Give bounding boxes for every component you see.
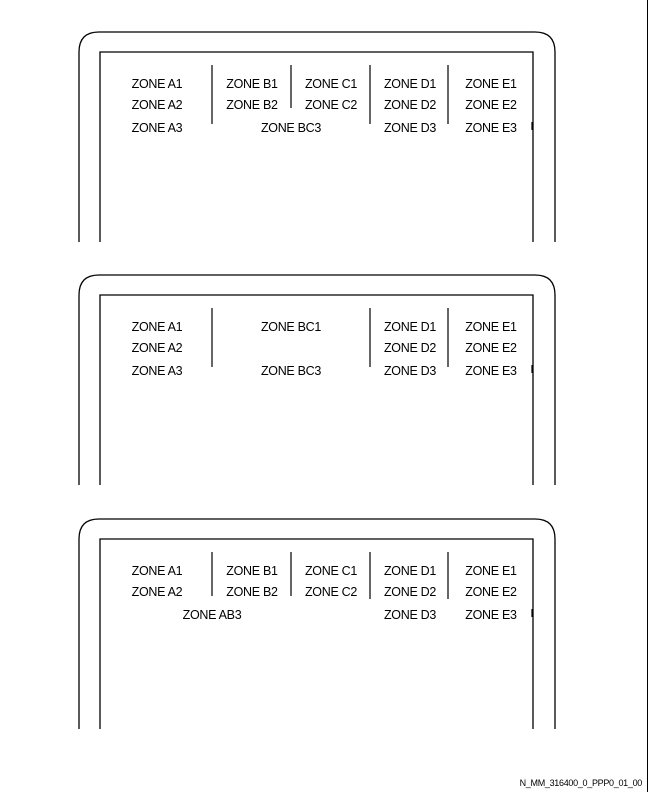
zone-label-e3: ZONE E3 bbox=[465, 364, 517, 378]
zone-label-b1: ZONE B1 bbox=[226, 77, 278, 91]
zone-label-d1: ZONE D1 bbox=[384, 320, 436, 334]
zone-label-c2: ZONE C2 bbox=[305, 98, 357, 112]
panel-inner-frame bbox=[99, 51, 534, 242]
zone-label-ab3: ZONE AB3 bbox=[183, 608, 242, 622]
zone-label-e2: ZONE E2 bbox=[465, 585, 517, 599]
zone-label-a1: ZONE A1 bbox=[132, 320, 183, 334]
zone-label-d2: ZONE D2 bbox=[384, 98, 436, 112]
zone-label-bc1: ZONE BC1 bbox=[261, 320, 321, 334]
panel-outer-frame bbox=[78, 31, 556, 242]
zone-label-b1: ZONE B1 bbox=[226, 564, 278, 578]
panel-inner-frame bbox=[99, 538, 534, 729]
zone-label-bc3: ZONE BC3 bbox=[261, 121, 321, 135]
zone-panel-3: ZONE A1 ZONE A2 ZONE B1 ZONE B2 ZONE C1 ZONE … bbox=[78, 518, 556, 729]
zone-label-e1: ZONE E1 bbox=[465, 320, 517, 334]
zone-label-b2: ZONE B2 bbox=[226, 98, 278, 112]
zone-label-e1: ZONE E1 bbox=[465, 77, 517, 91]
reference-code: N_MM_316400_0_PPP0_01_00 bbox=[519, 778, 643, 788]
zone-label-b2: ZONE B2 bbox=[226, 585, 278, 599]
zone-label-a2: ZONE A2 bbox=[132, 98, 183, 112]
zone-label-d3: ZONE D3 bbox=[384, 608, 436, 622]
zone-label-c2: ZONE C2 bbox=[305, 585, 357, 599]
zone-label-a2: ZONE A2 bbox=[132, 341, 183, 355]
zone-label-a3: ZONE A3 bbox=[132, 364, 183, 378]
zone-label-a2: ZONE A2 bbox=[132, 585, 183, 599]
zone-label-a3: ZONE A3 bbox=[132, 121, 183, 135]
panel-outer-frame bbox=[78, 274, 556, 485]
zone-label-d3: ZONE D3 bbox=[384, 364, 436, 378]
zone-label-e2: ZONE E2 bbox=[465, 98, 517, 112]
zone-label-a1: ZONE A1 bbox=[132, 77, 183, 91]
zone-label-e2: ZONE E2 bbox=[465, 341, 517, 355]
zone-panel-1: ZONE A1 ZONE A2 ZONE A3 ZONE B1 ZONE B2 ZONE … bbox=[78, 31, 556, 242]
zone-label-d1: ZONE D1 bbox=[384, 77, 436, 91]
zone-label-bc3: ZONE BC3 bbox=[261, 364, 321, 378]
zone-label-e3: ZONE E3 bbox=[465, 121, 517, 135]
zone-label-c1: ZONE C1 bbox=[305, 77, 357, 91]
zone-label-e1: ZONE E1 bbox=[465, 564, 517, 578]
zone-label-d3: ZONE D3 bbox=[384, 121, 436, 135]
zone-label-d2: ZONE D2 bbox=[384, 341, 436, 355]
zone-label-d1: ZONE D1 bbox=[384, 564, 436, 578]
zone-label-d2: ZONE D2 bbox=[384, 585, 436, 599]
zone-label-c1: ZONE C1 bbox=[305, 564, 357, 578]
panel-outer-frame bbox=[78, 518, 556, 729]
zone-label-e3: ZONE E3 bbox=[465, 608, 517, 622]
zone-label-a1: ZONE A1 bbox=[132, 564, 183, 578]
panel-inner-frame bbox=[99, 294, 534, 485]
